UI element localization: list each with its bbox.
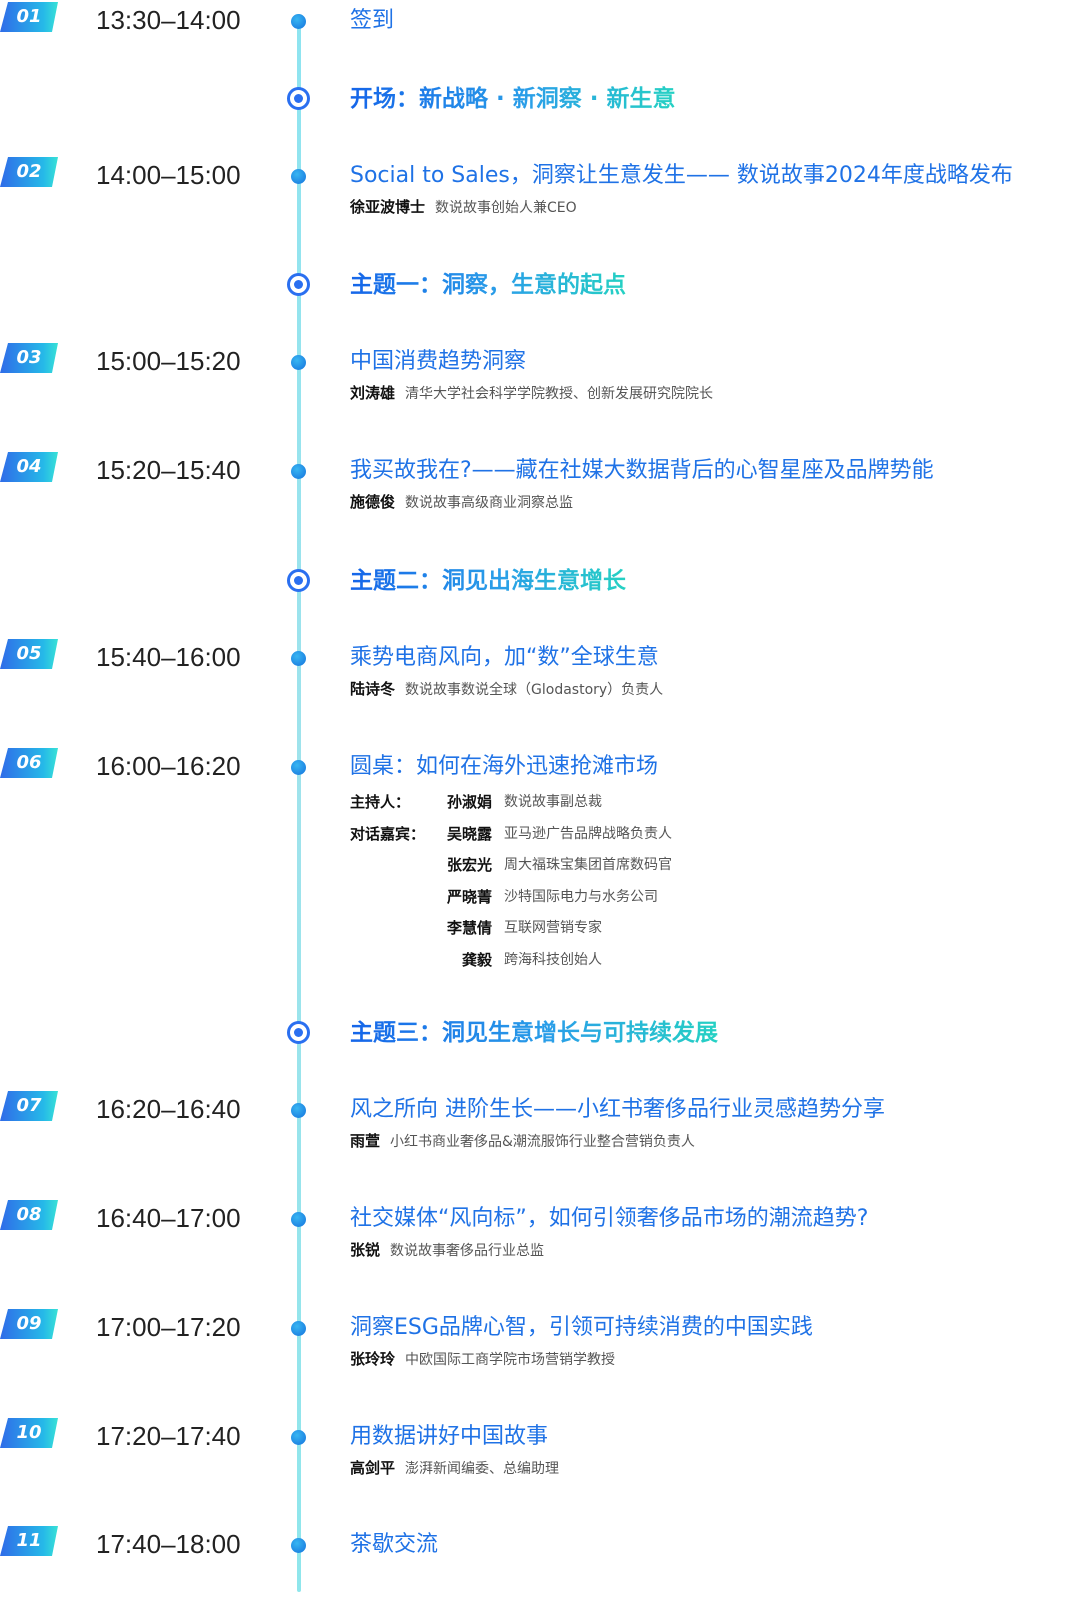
- session-time: 16:40–17:00: [96, 1203, 241, 1233]
- theme-marker-icon: [287, 87, 310, 110]
- panelist-role: 亚马逊广告品牌战略负责人: [504, 825, 672, 842]
- speaker-line: 高剑平澎湃新闻编委、总编助理: [350, 1457, 559, 1480]
- session-number-badge: 04: [0, 452, 58, 482]
- timeline-line: [297, 14, 301, 1592]
- panelist-role: 周大福珠宝集团首席数码官: [504, 857, 672, 873]
- session-title: 圆桌：如何在海外迅速抢滩市场: [350, 754, 659, 779]
- panelist-name: 严晓菁: [446, 887, 492, 906]
- session-number-badge: 08: [0, 1200, 58, 1230]
- session-time: 17:20–17:40: [96, 1421, 241, 1451]
- timeline-dot: [291, 1212, 306, 1227]
- session-number-badge: 10: [0, 1418, 58, 1448]
- session-time: 17:40–18:00: [96, 1529, 241, 1559]
- speaker-name: 刘涛雄: [350, 384, 396, 402]
- speaker-role: 澎湃新闻编委、总编助理: [405, 1461, 560, 1477]
- panel-guest-row: 张宏光周大福珠宝集团首席数码官: [350, 854, 750, 876]
- session-title: 中国消费趋势洞察: [350, 349, 527, 374]
- panel-guest-row: 严晓菁沙特国际电力与水务公司: [350, 886, 750, 908]
- session-number-badge: 06: [0, 748, 58, 778]
- speaker-line: 张锐数说故事奢侈品行业总监: [350, 1239, 544, 1262]
- panelist-name: 张宏光: [446, 856, 492, 874]
- timeline-dot: [291, 464, 306, 479]
- timeline-dot: [291, 355, 306, 370]
- speaker-name: 陆诗冬: [350, 680, 396, 698]
- timeline-dot: [291, 1321, 306, 1336]
- session-time: 15:40–16:00: [96, 642, 241, 672]
- session-time: 17:00–17:20: [96, 1312, 241, 1342]
- session-title: 乘势电商风向，加“数”全球生意: [350, 645, 659, 670]
- timeline-dot: [291, 1430, 306, 1445]
- panel-guest-row: 对话嘉宾： 吴晓露亚马逊广告品牌战略负责人: [350, 823, 750, 845]
- session-number-badge: 09: [0, 1309, 58, 1339]
- timeline-dot: [291, 651, 306, 666]
- panel-guest-row: 李慧倩互联网营销专家: [350, 917, 750, 939]
- speaker-role: 小红书商业奢侈品&潮流服饰行业整合营销负责人: [390, 1134, 695, 1150]
- panelist-name: 孙淑娟: [446, 793, 492, 811]
- theme-title: 开场：新战略 · 新洞察 · 新生意: [350, 86, 676, 112]
- session-time: 16:20–16:40: [96, 1094, 241, 1124]
- speaker-role: 中欧国际工商学院市场营销学教授: [405, 1352, 616, 1368]
- session-time: 15:20–15:40: [96, 455, 241, 485]
- speaker-name: 张玲玲: [350, 1350, 396, 1368]
- session-title: 社交媒体“风向标”，如何引领奢侈品市场的潮流趋势?: [350, 1206, 869, 1231]
- panelist-role: 互联网营销专家: [504, 920, 602, 936]
- session-time: 13:30–14:00: [96, 5, 241, 35]
- theme-marker-icon: [287, 1021, 310, 1044]
- session-title: 风之所向 进阶生长——小红书奢侈品行业灵感趋势分享: [350, 1097, 885, 1122]
- session-title: 签到: [350, 8, 395, 33]
- speaker-role: 清华大学社会科学学院教授、创新发展研究院院长: [405, 386, 714, 402]
- speaker-role: 数说故事奢侈品行业总监: [390, 1243, 545, 1259]
- theme-title: 主题二：洞见出海生意增长: [350, 568, 626, 594]
- theme-title: 主题一：洞察，生意的起点: [350, 272, 626, 298]
- speaker-name: 徐亚波博士: [350, 198, 426, 216]
- timeline-dot: [291, 760, 306, 775]
- panelist-role: 数说故事副总裁: [504, 794, 602, 810]
- speaker-line: 刘涛雄清华大学社会科学学院教授、创新发展研究院院长: [350, 382, 713, 405]
- speaker-line: 雨萱小红书商业奢侈品&潮流服饰行业整合营销负责人: [350, 1130, 695, 1153]
- session-title: Social to Sales，洞察让生意发生—— 数说故事2024年度战略发布: [350, 163, 1013, 188]
- host-label: 主持人：: [350, 793, 411, 811]
- session-number-badge: 05: [0, 639, 58, 669]
- speaker-role: 数说故事数说全球（Glodastory）负责人: [405, 682, 664, 698]
- panelist-role: 跨海科技创始人: [504, 951, 602, 968]
- session-number-badge: 01: [0, 2, 58, 32]
- session-number-badge: 02: [0, 157, 58, 187]
- session-time: 15:00–15:20: [96, 346, 241, 376]
- speaker-role: 数说故事高级商业洞察总监: [405, 495, 574, 511]
- session-time: 14:00–15:00: [96, 160, 241, 190]
- panel-host-row: 主持人： 孙淑娟数说故事副总裁: [350, 791, 750, 813]
- speaker-name: 张锐: [350, 1241, 381, 1259]
- session-title: 用数据讲好中国故事: [350, 1424, 549, 1449]
- speaker-name: 雨萱: [350, 1132, 381, 1150]
- panelist-name: 李慧倩: [446, 919, 492, 937]
- session-time: 16:00–16:20: [96, 751, 241, 781]
- theme-marker-icon: [287, 273, 310, 296]
- session-title: 茶歇交流: [350, 1532, 439, 1557]
- session-number-badge: 11: [0, 1526, 58, 1556]
- guest-label: 对话嘉宾：: [350, 824, 426, 843]
- speaker-line: 张玲玲中欧国际工商学院市场营销学教授: [350, 1348, 615, 1371]
- speaker-name: 施德俊: [350, 493, 396, 511]
- timeline-dot: [291, 14, 306, 29]
- timeline-dot: [291, 1103, 306, 1118]
- panelist-role: 沙特国际电力与水务公司: [504, 888, 658, 905]
- timeline-dot: [291, 169, 306, 184]
- session-title: 洞察ESG品牌心智，引领可持续消费的中国实践: [350, 1315, 813, 1340]
- session-number-badge: 07: [0, 1091, 58, 1121]
- speaker-line: 陆诗冬数说故事数说全球（Glodastory）负责人: [350, 678, 663, 701]
- timeline-dot: [291, 1538, 306, 1553]
- session-number-badge: 03: [0, 343, 58, 373]
- theme-title: 主题三：洞见生意增长与可持续发展: [350, 1020, 718, 1046]
- speaker-name: 高剑平: [350, 1459, 396, 1477]
- panel-guest-row: 龚毅跨海科技创始人: [350, 949, 750, 971]
- speaker-role: 数说故事创始人兼CEO: [435, 200, 577, 216]
- theme-marker-icon: [287, 569, 310, 592]
- panelist-name: 吴晓露: [446, 824, 492, 843]
- session-title: 我买故我在?——藏在社媒大数据背后的心智星座及品牌势能: [350, 458, 934, 483]
- panelist-name: 龚毅: [461, 950, 492, 969]
- speaker-line: 施德俊数说故事高级商业洞察总监: [350, 491, 573, 514]
- speaker-line: 徐亚波博士数说故事创始人兼CEO: [350, 196, 577, 219]
